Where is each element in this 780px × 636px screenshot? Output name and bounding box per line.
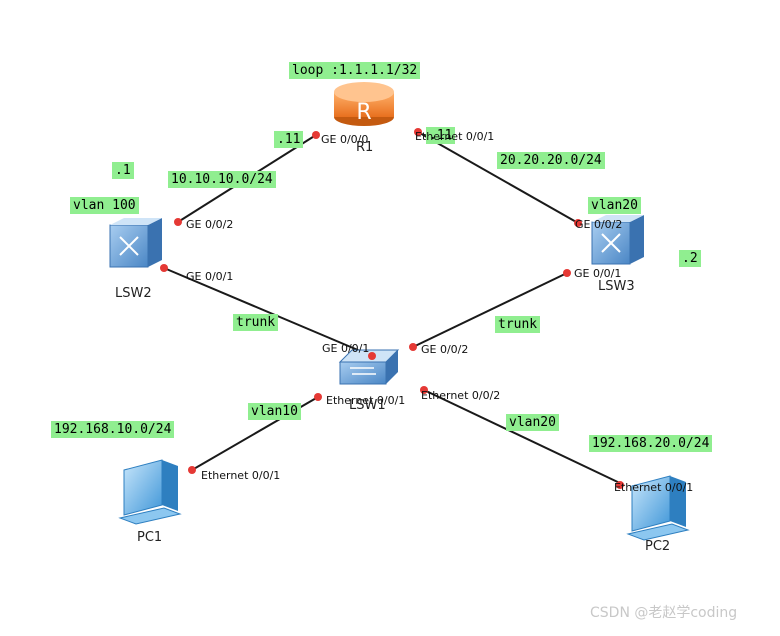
lsw2-ip-label: .1 xyxy=(112,162,134,179)
lsw2-ge001-port: GE 0/0/1 xyxy=(186,270,234,283)
port-dot xyxy=(368,352,376,360)
pc2-eth001-port: Ethernet 0/0/1 xyxy=(614,481,694,494)
port-dot xyxy=(574,219,582,227)
port-dot xyxy=(160,264,168,272)
lsw1-eth002-port: Ethernet 0/0/2 xyxy=(421,389,501,402)
pc2-vlan20-label: vlan20 xyxy=(506,414,559,431)
lsw1-ge001-port: GE 0/0/1 xyxy=(322,342,370,355)
lsw3-ge002-port: GE 0/0/2 xyxy=(575,218,623,231)
router-r1-icon[interactable]: R xyxy=(334,82,394,126)
pc1-network-label: 192.168.10.0/24 xyxy=(51,421,175,438)
port-dot xyxy=(314,393,322,401)
lsw3-vlan20-label: vlan20 xyxy=(588,197,641,214)
lsw3-ip-label: .2 xyxy=(679,250,701,267)
lsw1-eth001-port: Ethernet 0/0/1 xyxy=(326,394,406,407)
switch-lsw2-icon[interactable] xyxy=(109,218,162,268)
lsw3-ge001-port: GE 0/0/1 xyxy=(574,267,622,280)
trunk-right-label: trunk xyxy=(495,316,541,333)
lsw2-name: LSW2 xyxy=(115,286,152,301)
loopback-label: loop :1.1.1.1/32 xyxy=(289,62,421,79)
link-lsw3-lsw1 xyxy=(412,272,568,348)
pc1-icon[interactable] xyxy=(118,459,182,525)
lsw1-ge002-port: GE 0/0/2 xyxy=(421,343,469,356)
port-dot xyxy=(420,386,428,394)
pc2-name: PC2 xyxy=(645,539,671,554)
watermark-text: CSDN @老赵学coding xyxy=(590,605,738,621)
r1-right-ip-label: .11 xyxy=(426,127,456,144)
link-lsw2-lsw1 xyxy=(163,267,373,357)
link-lsw1-pc2 xyxy=(423,389,625,486)
lsw3-name: LSW3 xyxy=(598,279,635,294)
pc2-icon[interactable] xyxy=(626,475,690,541)
svg-text:R: R xyxy=(356,100,371,125)
r1-left-ip-label: .11 xyxy=(274,131,304,148)
pc1-name: PC1 xyxy=(137,530,163,545)
link-r1-lsw3 xyxy=(417,131,579,224)
pc2-network-label: 192.168.20.0/24 xyxy=(589,435,713,452)
trunk-left-label: trunk xyxy=(233,314,279,331)
port-dot xyxy=(414,128,422,136)
port-dot xyxy=(188,466,196,474)
r1-ge000-port: GE 0/0/0 xyxy=(321,133,369,146)
port-dot xyxy=(616,481,624,489)
lsw2-ge002-port: GE 0/0/2 xyxy=(186,218,234,231)
port-dot xyxy=(563,269,571,277)
r1-eth001-port: Ethernet 0/0/1 xyxy=(415,130,495,143)
net-10-label: 10.10.10.0/24 xyxy=(168,171,276,188)
vlan100-label: vlan 100 xyxy=(70,197,139,214)
lsw1-name: LSW1 xyxy=(349,398,386,413)
switch-lsw3-icon[interactable] xyxy=(591,215,644,265)
vlan10-label: vlan10 xyxy=(248,403,301,420)
port-dot xyxy=(312,131,320,139)
net-20-label: 20.20.20.0/24 xyxy=(497,152,605,169)
r1-name: R1 xyxy=(356,140,374,155)
pc1-eth001-port: Ethernet 0/0/1 xyxy=(201,469,281,482)
port-dot xyxy=(409,343,417,351)
port-dot xyxy=(174,218,182,226)
